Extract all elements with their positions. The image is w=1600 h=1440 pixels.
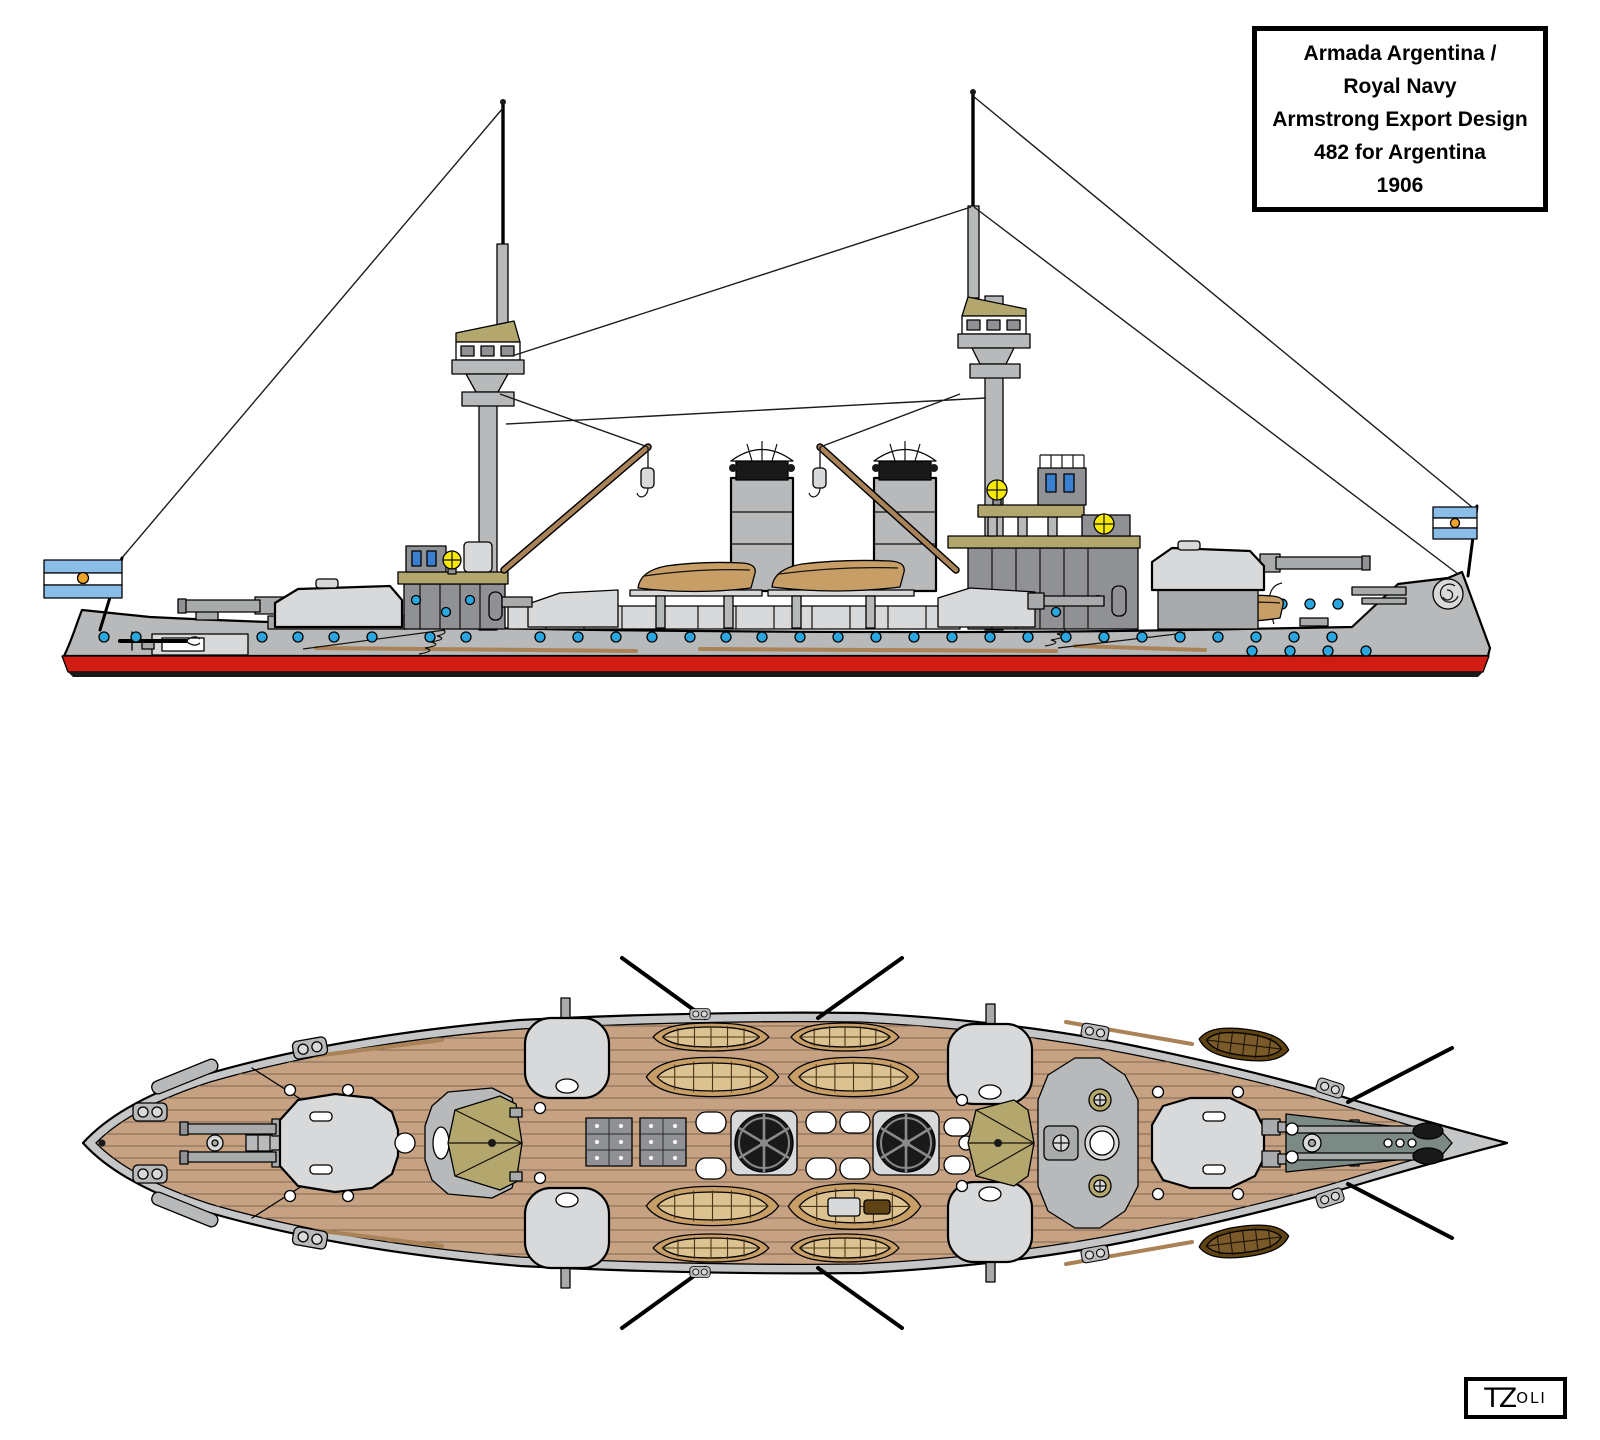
sight-hood <box>1177 540 1201 551</box>
forward-main-turret <box>177 578 409 630</box>
argentina-flag-icon <box>43 559 123 599</box>
vent-cowls <box>695 1111 971 1180</box>
secondary-gun-aft <box>937 587 1105 628</box>
signature-initials: TZ <box>1484 1382 1517 1414</box>
forward-main-turret-plan <box>179 1083 400 1203</box>
crane-hook <box>808 487 821 498</box>
stern-gun-port <box>1351 586 1407 605</box>
funnel-1-plan <box>730 1110 798 1176</box>
searchlight-plan <box>1088 1088 1112 1112</box>
hatch <box>432 1126 450 1160</box>
wing-turret-fwd-stbd <box>523 997 611 1100</box>
midship-boats <box>629 559 915 629</box>
wing-turret-aft-stbd <box>946 1003 1034 1106</box>
aft-main-turret <box>1150 540 1371 630</box>
door <box>1111 585 1127 617</box>
flying-bridge <box>977 504 1085 518</box>
forward-superstructure <box>397 541 509 630</box>
plan-view <box>81 956 1509 1330</box>
crane-hook <box>636 487 649 498</box>
foremast-fighting-top <box>451 320 525 407</box>
keel-line <box>68 672 1483 677</box>
torpedo-net-booms <box>302 629 1207 653</box>
hull-side <box>61 570 1492 677</box>
shelter-deck <box>947 535 1141 549</box>
title-line: Armstrong Export Design <box>1272 107 1528 131</box>
sight-hood <box>315 578 339 589</box>
mainmast-fighting-top <box>957 296 1031 379</box>
stern-chock <box>1412 1122 1444 1140</box>
stern-gear-deck <box>1285 1113 1453 1173</box>
steering-gear <box>1043 1125 1079 1161</box>
davit-boat <box>1196 1023 1292 1066</box>
steam-launch <box>787 1182 922 1231</box>
side-profile-view <box>43 89 1492 677</box>
searchlight-plan <box>1088 1174 1112 1198</box>
ships-boat <box>637 561 756 593</box>
boat-cranes <box>499 393 961 574</box>
boats-plan <box>645 1022 1292 1263</box>
stern-crest <box>1432 578 1464 610</box>
wing-turret-aft-port <box>946 1180 1034 1283</box>
aft-superstructure-plan <box>1037 1057 1139 1229</box>
deck-vents <box>509 1008 1346 1278</box>
funnel-2-plan <box>872 1110 940 1176</box>
battery-deckhouse <box>507 605 961 630</box>
mainmast-top-plan <box>958 1099 1035 1187</box>
stern-chock <box>1412 1147 1444 1165</box>
skylight-gratings <box>585 1117 687 1167</box>
forward-superstructure-plan <box>394 1087 523 1199</box>
argentine-flag-stern <box>1432 504 1479 578</box>
argentina-flag-icon <box>1432 506 1478 540</box>
title-line: Royal Navy <box>1343 74 1457 98</box>
waterline-stripe <box>61 655 1490 673</box>
door <box>488 591 503 621</box>
argentine-flag-bow <box>43 556 124 632</box>
title-line: Armada Argentina / <box>1303 41 1497 65</box>
searchlight <box>1093 513 1115 535</box>
crane-pulley <box>812 467 827 489</box>
after-cabin <box>1037 467 1087 506</box>
wing-turret-fwd-port <box>523 1186 611 1289</box>
signature-rest: oli <box>1516 1388 1547 1407</box>
searchlight <box>986 479 1008 506</box>
gun-barrel <box>181 599 261 613</box>
davit-boat <box>1196 1220 1292 1263</box>
title-box: Armada Argentina / Royal Navy Armstrong … <box>1252 26 1548 212</box>
gun-barrel <box>1275 556 1367 570</box>
gun-barrel <box>183 1151 277 1163</box>
rigging <box>120 95 1473 575</box>
crane-pulley <box>640 467 655 489</box>
artist-signature: TZ oli <box>1464 1377 1567 1419</box>
conning-tower <box>463 541 493 573</box>
bow-casemate <box>141 633 249 656</box>
gun-barrel <box>183 1123 277 1135</box>
title-line: 482 for Argentina <box>1314 140 1486 164</box>
title-line: 1906 <box>1376 173 1424 197</box>
searchlight <box>442 550 462 575</box>
secondary-gun-forward <box>501 589 619 628</box>
